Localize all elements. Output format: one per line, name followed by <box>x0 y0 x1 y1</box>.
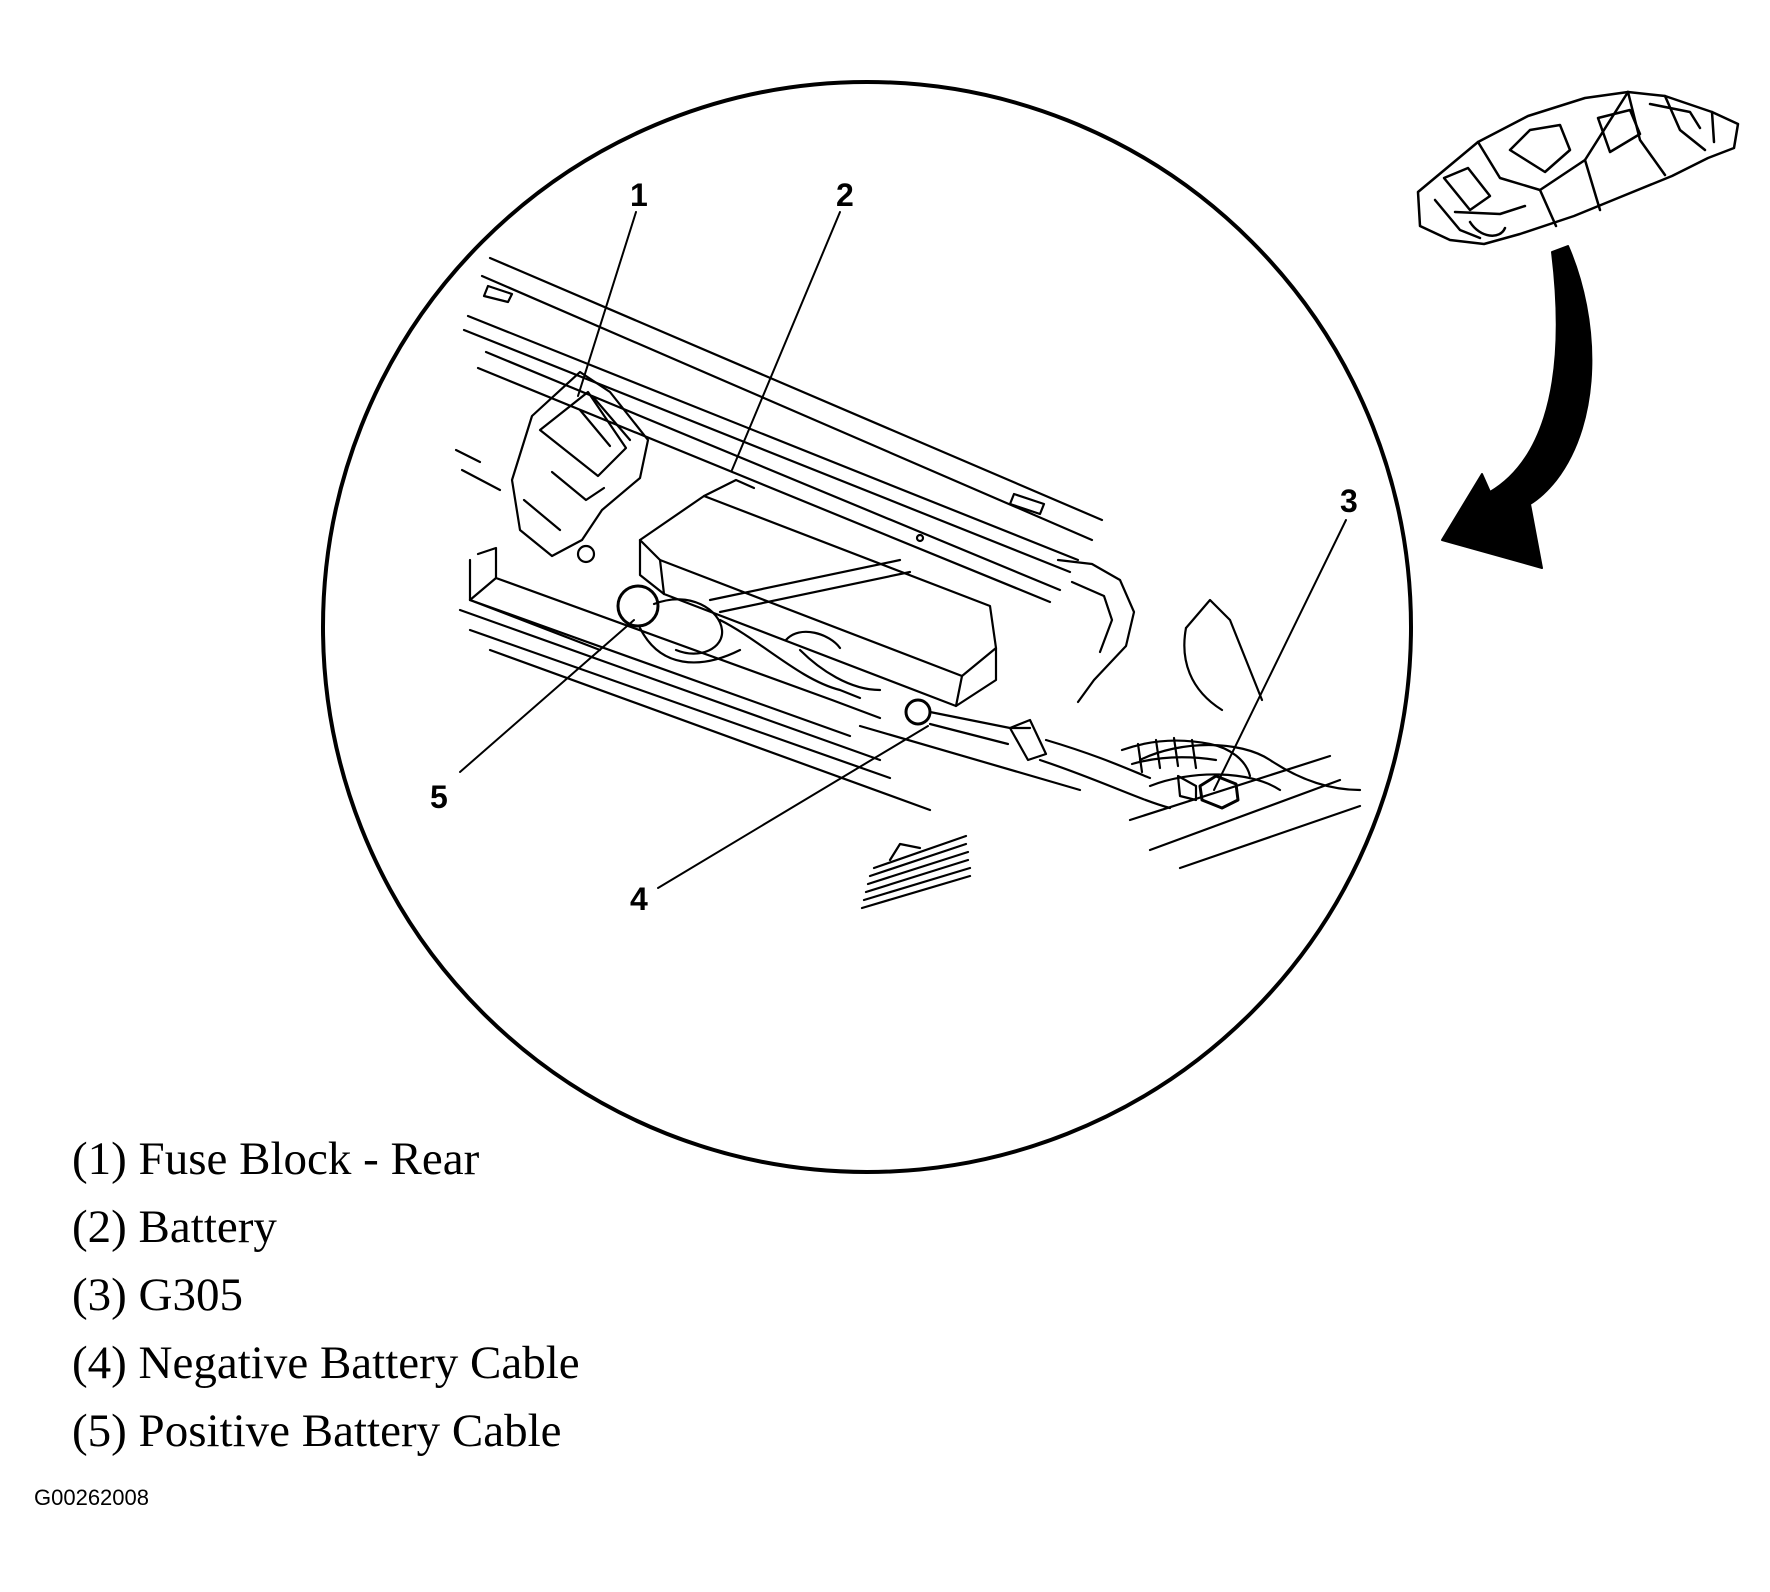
leader-line-2 <box>731 211 841 471</box>
leader-line-1 <box>577 211 637 397</box>
detail-view-circle <box>321 80 1413 1174</box>
legend-item-positive-battery-cable: (5) Positive Battery Cable <box>72 1405 562 1457</box>
vehicle-body-thumbnail <box>1416 90 1740 246</box>
legend-item-fuse-block-rear: (1) Fuse Block - Rear <box>72 1133 480 1185</box>
callout-1: 1 <box>630 177 648 213</box>
callout-leaders <box>459 211 1347 889</box>
legend-item-negative-battery-cable: (4) Negative Battery Cable <box>72 1337 580 1389</box>
legend-item-g305: (3) G305 <box>72 1269 243 1321</box>
callout-5: 5 <box>430 779 448 815</box>
legend-item-battery: (2) Battery <box>72 1201 277 1253</box>
figure-code: G00262008 <box>34 1485 149 1510</box>
legend-list: (1) Fuse Block - Rear (2) Battery (3) G3… <box>72 1125 580 1465</box>
pointer-arrow <box>1441 245 1593 569</box>
callout-3: 3 <box>1340 483 1358 519</box>
leader-line-4 <box>657 725 929 889</box>
rear-compartment-drawing <box>454 256 1362 910</box>
leader-line-5 <box>459 619 635 773</box>
callout-numbers: 1 2 3 4 5 <box>430 177 1358 917</box>
callout-4: 4 <box>630 881 648 917</box>
callout-2: 2 <box>836 177 854 213</box>
leader-line-3 <box>1213 519 1347 791</box>
